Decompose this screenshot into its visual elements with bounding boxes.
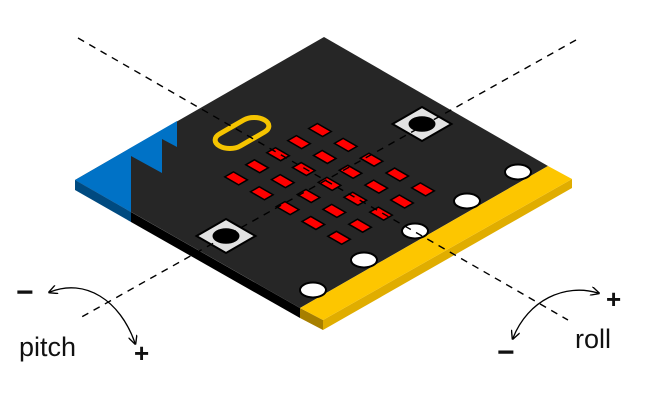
usb-top-face <box>75 121 177 212</box>
led <box>313 150 336 163</box>
led <box>276 202 299 215</box>
led <box>309 124 332 137</box>
edge-pin <box>449 190 486 211</box>
led <box>370 207 393 220</box>
edge-pin <box>346 249 383 270</box>
edge-pin-pad <box>397 220 434 241</box>
led <box>365 180 388 193</box>
roll-axis-line <box>77 37 569 321</box>
edge-pin <box>500 161 537 182</box>
pitch-plus-label: + <box>134 338 149 368</box>
led <box>267 148 290 161</box>
edge-connector <box>300 166 572 320</box>
edge-pin-pad <box>500 161 537 182</box>
led <box>328 231 351 244</box>
edge-connector-end-face <box>300 308 323 330</box>
led <box>412 183 435 196</box>
led <box>334 138 357 151</box>
led <box>323 204 346 217</box>
led <box>246 160 269 173</box>
edge-pin-pad <box>295 279 332 300</box>
led <box>225 172 248 185</box>
button-b[interactable] <box>393 107 452 141</box>
usb-front-face <box>75 180 131 222</box>
led <box>251 187 274 200</box>
edge-pin <box>397 220 434 241</box>
edge-pin <box>295 279 332 300</box>
roll-label: roll <box>575 324 611 354</box>
roll-minus-label: − <box>497 336 515 369</box>
board-front-left-face <box>131 212 300 318</box>
edge-pin-pad <box>346 249 383 270</box>
pitch-label: pitch <box>19 332 76 362</box>
led <box>293 163 316 176</box>
edge-pin-pad <box>449 190 486 211</box>
led <box>339 165 362 178</box>
led <box>391 195 414 208</box>
led <box>344 192 367 205</box>
button-b-cap <box>408 116 436 132</box>
led <box>272 175 295 188</box>
pitch-axis-line <box>77 39 577 320</box>
pitch-rotation-arrow <box>50 288 135 343</box>
roll-plus-label: + <box>606 284 621 314</box>
led-matrix <box>225 124 434 245</box>
edge-pins <box>295 161 537 300</box>
led <box>386 168 409 181</box>
pitch-minus-label: − <box>16 276 34 309</box>
led <box>349 219 372 232</box>
led <box>302 216 325 229</box>
edge-connector-front-face <box>323 179 572 330</box>
led <box>360 153 383 166</box>
led <box>288 136 311 149</box>
roll-rotation-arrow <box>513 290 598 338</box>
